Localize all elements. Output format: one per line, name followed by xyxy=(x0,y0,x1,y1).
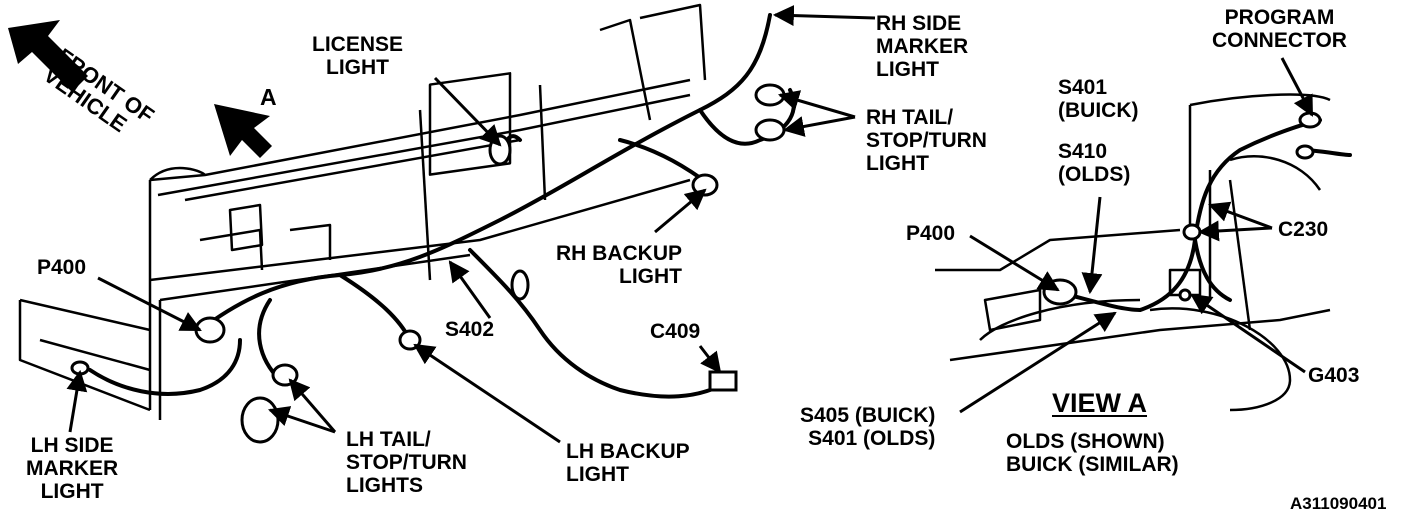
vehicle-rear-body xyxy=(18,3,707,420)
view-a-caption: OLDS (SHOWN) BUICK (SIMILAR) xyxy=(1006,430,1179,476)
figure-code: A311090401 xyxy=(1290,494,1387,513)
g403-label: G403 xyxy=(1308,364,1360,387)
front-arrow-icon xyxy=(8,20,88,92)
lh-tail-stop-turn-lights-label: LH TAIL/ STOP/TURN LIGHTS xyxy=(346,428,467,497)
lh-side-marker-light-label: LH SIDE MARKER LIGHT xyxy=(26,434,119,503)
p400-main-label: P400 xyxy=(37,256,87,279)
view-a-arrow-icon xyxy=(214,104,272,158)
s402-label: S402 xyxy=(445,318,495,341)
s401-buick-label: S401 (BUICK) xyxy=(1058,76,1139,122)
c409-label: C409 xyxy=(650,320,701,343)
license-light-label: LICENSE LIGHT xyxy=(312,33,404,79)
rh-tail-stop-turn-light-label: RH TAIL/ STOP/TURN LIGHT xyxy=(866,106,987,175)
program-connector-label: PROGRAM CONNECTOR xyxy=(1212,6,1347,52)
view-marker-label: A xyxy=(260,84,277,110)
rh-backup-light-label: RH BACKUP LIGHT xyxy=(556,242,682,288)
c230-label: C230 xyxy=(1278,218,1329,241)
leader-lines xyxy=(66,5,1314,444)
lh-backup-light-label: LH BACKUP LIGHT xyxy=(566,440,690,486)
view-a-title: VIEW A xyxy=(1052,388,1148,418)
p400-view-label: P400 xyxy=(906,222,956,245)
rh-side-marker-light-label: RH SIDE MARKER LIGHT xyxy=(876,12,969,81)
view-a-body xyxy=(935,93,1331,412)
s410-olds-label: S410 (OLDS) xyxy=(1058,140,1131,186)
s405-s401-label: S405 (BUICK) S401 (OLDS) xyxy=(800,404,936,450)
